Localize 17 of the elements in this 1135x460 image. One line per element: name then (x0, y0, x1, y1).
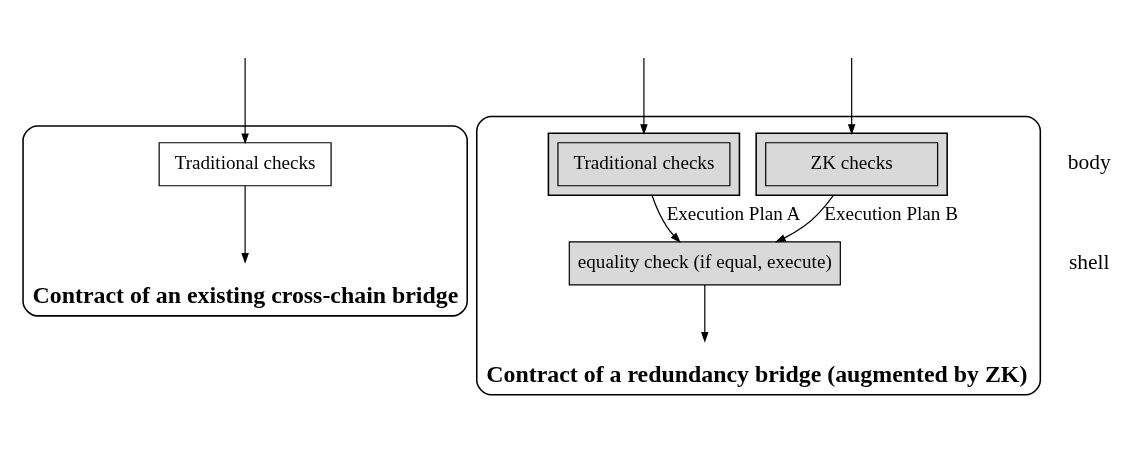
cluster (547, 131, 741, 196)
label: body (1067, 149, 1111, 174)
label: shell (1068, 249, 1110, 274)
arrow (774, 194, 834, 242)
node-box: ZK checks (765, 141, 939, 186)
arrow (701, 283, 709, 343)
arrow (241, 184, 249, 264)
arrow (241, 56, 249, 144)
arrow (847, 56, 856, 135)
node-box: Traditional checks (557, 141, 731, 186)
node-box: Traditional checks (158, 141, 332, 186)
node-box: equality check (if equal, execute) (568, 240, 841, 285)
edge-label: Execution Plan B (824, 202, 958, 224)
cluster (755, 131, 948, 196)
arrow (640, 56, 648, 135)
arrow (651, 194, 681, 243)
edge-label: Execution Plan A (666, 202, 801, 224)
